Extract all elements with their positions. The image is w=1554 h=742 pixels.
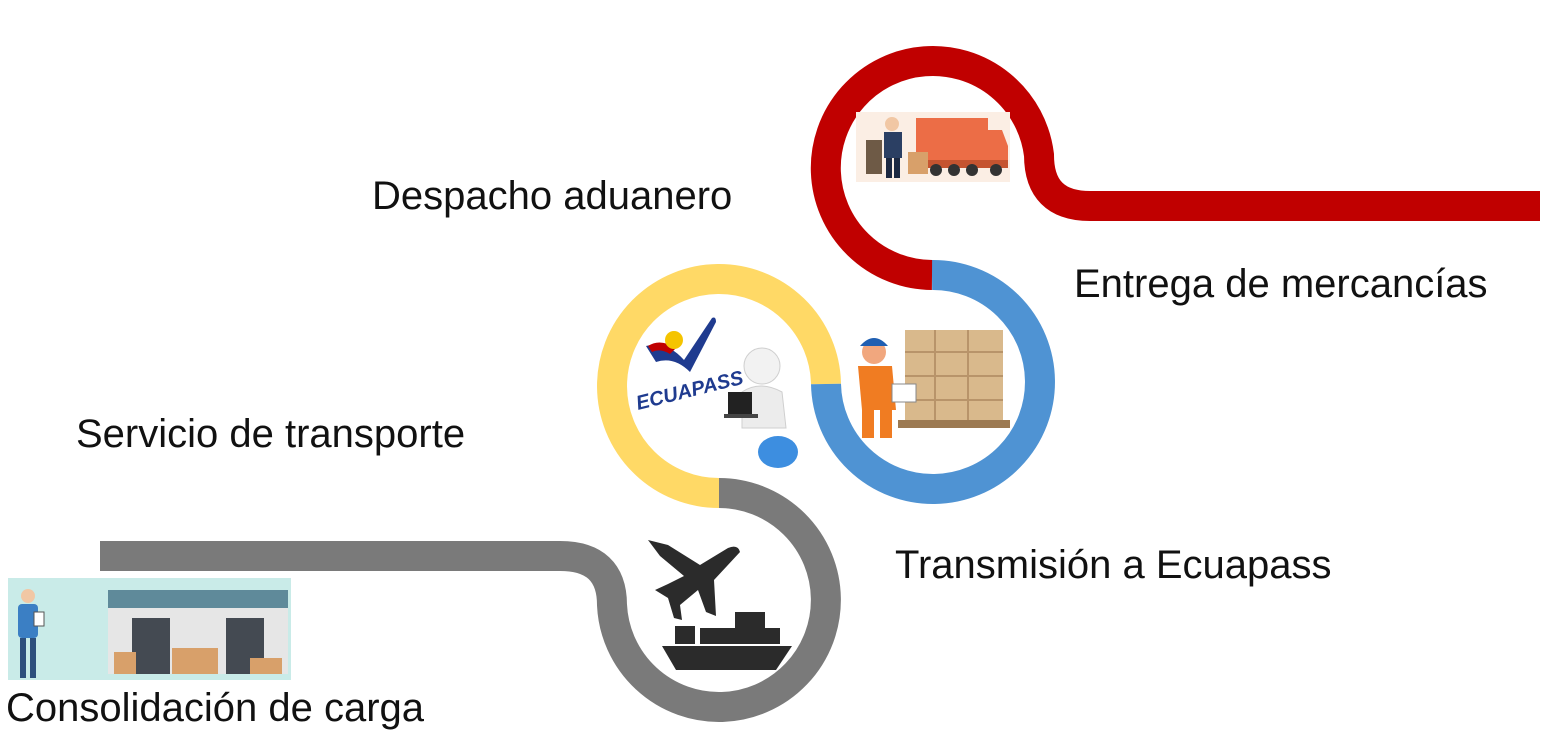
label-despacho-aduanero: Despacho aduanero (372, 174, 733, 218)
road-gray (100, 478, 841, 722)
road-red (810, 46, 1540, 290)
road-yellow (597, 264, 841, 508)
label-servicio-transporte: Servicio de transporte (76, 412, 466, 456)
label-transmision-ecuapass: Transmisión a Ecuapass (895, 543, 1332, 587)
road-blue-arc (811, 259, 1055, 504)
label-entrega-mercancias: Entrega de mercancías (1074, 262, 1488, 306)
warehouse-worker-icon (858, 330, 1010, 438)
warehouse-icon (8, 578, 291, 680)
delivery-truck-icon (856, 112, 1010, 182)
plane-and-ship-icon (648, 540, 792, 670)
ecuapass-computer-icon: ECUAPASS (634, 317, 798, 468)
label-consolidacion-carga: Consolidación de carga (6, 686, 425, 730)
